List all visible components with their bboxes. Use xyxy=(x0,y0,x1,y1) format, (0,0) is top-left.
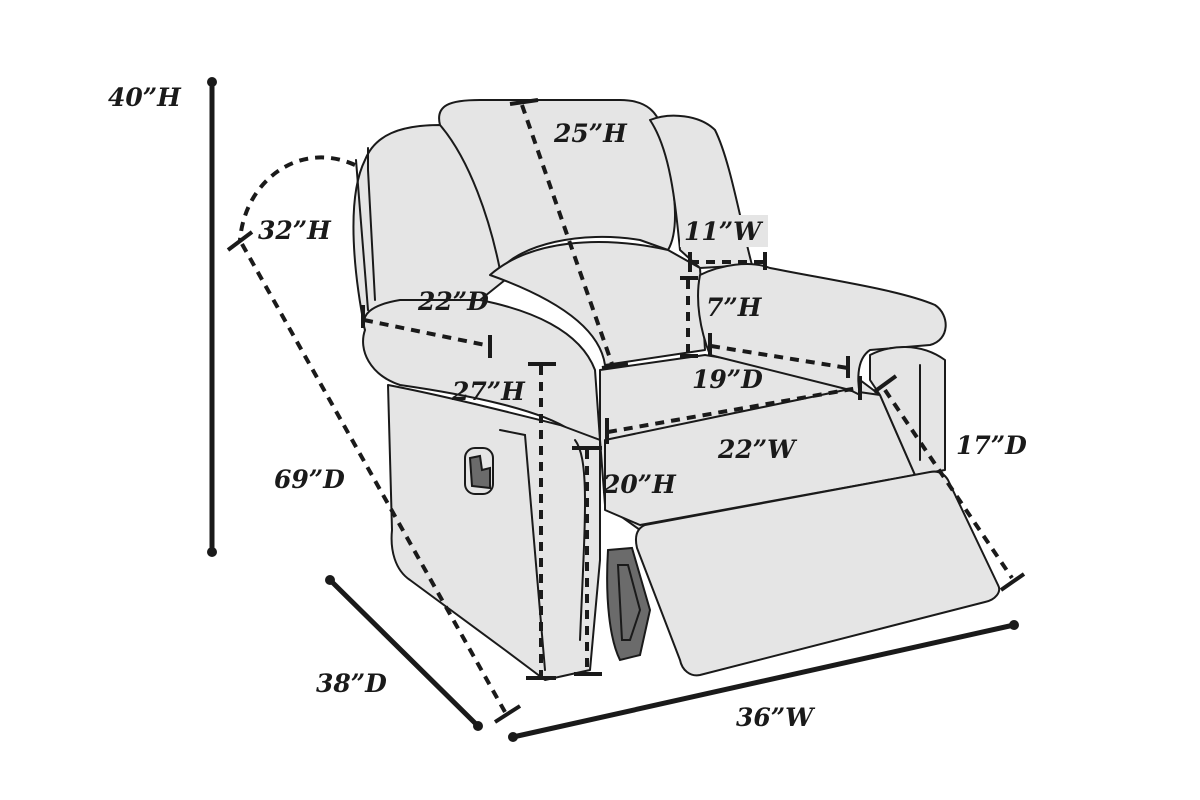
label-arm-height: 27”H xyxy=(451,377,526,406)
label-seat-height: 20”H xyxy=(602,470,677,499)
recline-mechanism xyxy=(606,546,652,662)
back-cushion xyxy=(438,99,676,271)
label-back-height: 25”H xyxy=(553,119,628,148)
label-reclined-back-height: 32”H xyxy=(258,216,332,245)
overall-depth-line xyxy=(327,577,481,729)
dimension-lines xyxy=(207,77,1026,742)
label-overall-width: 36”W xyxy=(736,703,816,732)
overall-width-line xyxy=(510,622,1017,740)
dimension-labels: 40”H 32”H 25”H 11”W 22”D 7”H 19”D 27”H 2… xyxy=(108,83,1027,732)
back-height-line xyxy=(520,104,614,365)
recline-handle xyxy=(464,447,494,495)
label-arm-height-above-seat: 7”H xyxy=(706,293,763,322)
reclined-height-arc xyxy=(238,155,356,241)
footrest-depth-line xyxy=(883,388,1014,580)
seat-depth-line xyxy=(710,344,849,370)
label-footrest-depth: 17”D xyxy=(956,431,1027,460)
label-overall-height: 40”H xyxy=(108,83,182,112)
label-overall-depth: 38”D xyxy=(316,669,387,698)
seat-width-line xyxy=(607,386,859,434)
left-side-panel xyxy=(387,384,601,681)
label-seat-depth: 19”D xyxy=(692,365,763,394)
arm-depth-line xyxy=(363,318,491,348)
label-seat-width: 22”W xyxy=(717,435,798,464)
label-arm-width: 11”W xyxy=(684,217,764,246)
label-arm-depth: 22”D xyxy=(417,287,489,316)
label-reclined-depth: 69”D xyxy=(274,465,345,494)
recliner-chair xyxy=(352,99,1001,681)
